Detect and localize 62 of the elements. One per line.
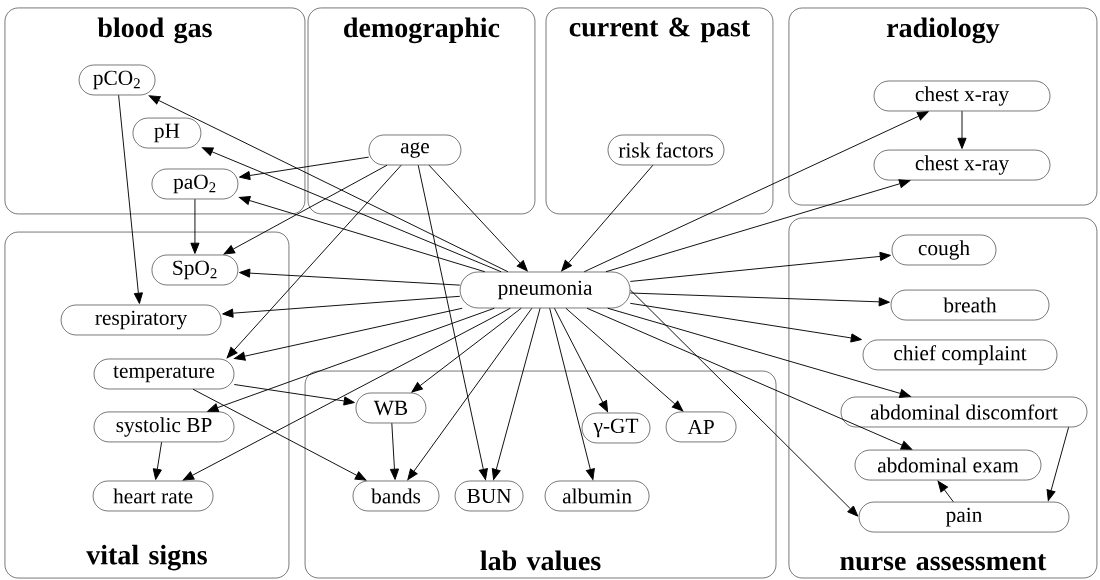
arrow xyxy=(957,110,967,149)
rounded-node: abdominal exam xyxy=(854,449,1042,481)
rounded-node: pneumonia xyxy=(459,271,631,309)
arrow xyxy=(586,307,913,450)
arrow xyxy=(629,251,891,282)
arrow xyxy=(607,307,911,398)
rounded-node: heart rate xyxy=(92,480,214,512)
arrow xyxy=(238,196,486,273)
rounded-node: bands xyxy=(352,480,440,512)
rounded-node: chest x-ray xyxy=(873,80,1051,112)
arrow xyxy=(226,164,402,359)
arrow xyxy=(583,111,929,273)
arrow xyxy=(192,388,367,481)
arrow xyxy=(223,164,388,255)
arrow xyxy=(417,164,488,480)
arrow xyxy=(554,307,609,413)
arrow xyxy=(118,94,143,304)
rounded-node: respiratory xyxy=(60,304,222,336)
rounded-node: BUN xyxy=(454,480,524,512)
rounded-node: breath xyxy=(890,289,1050,321)
rounded-node: AP xyxy=(665,411,737,443)
arrow xyxy=(201,147,502,273)
arrow xyxy=(1046,426,1070,501)
rounded-node: paO$_{2}$ xyxy=(151,168,239,200)
rounded-node: SpO$_{2}$ xyxy=(151,254,239,286)
arrow xyxy=(207,307,495,413)
arrow xyxy=(239,268,461,286)
arrow xyxy=(937,480,954,503)
rounded-node: albumin xyxy=(544,480,650,512)
rounded-node: pH xyxy=(132,117,202,149)
arrow xyxy=(549,307,595,480)
arrow xyxy=(190,198,200,254)
rounded-node: chest x-ray xyxy=(873,149,1051,181)
rounded-node: chief complaint xyxy=(862,339,1058,371)
arrow xyxy=(233,384,355,406)
arrow xyxy=(222,295,461,318)
arrow xyxy=(629,292,890,307)
arrow xyxy=(629,302,862,343)
arrow xyxy=(182,307,511,481)
rounded-node: risk factors xyxy=(607,134,725,166)
arrow xyxy=(152,441,163,480)
rounded-node: cough xyxy=(891,234,997,266)
arrow xyxy=(407,307,533,481)
rounded-node: WB xyxy=(355,392,427,424)
arrow xyxy=(148,95,509,273)
arrow xyxy=(561,164,654,272)
rounded-node: temperature xyxy=(93,358,235,390)
rounded-node: pain xyxy=(858,501,1070,533)
rounded-node: systolic BP xyxy=(93,411,235,443)
arrow xyxy=(411,307,522,393)
rounded-node: abdominal discomfort xyxy=(840,396,1088,428)
arrow xyxy=(234,307,463,361)
arrow xyxy=(491,307,541,480)
rounded-node: pCO$_{2}$ xyxy=(78,64,156,96)
arrow xyxy=(629,289,859,517)
rounded-node: γ-GT xyxy=(581,412,651,444)
arrow xyxy=(239,156,370,181)
arrow xyxy=(605,179,911,273)
arrow xyxy=(565,307,684,412)
rounded-node: age xyxy=(368,134,462,166)
arrow xyxy=(428,164,528,272)
arrow xyxy=(389,422,400,480)
